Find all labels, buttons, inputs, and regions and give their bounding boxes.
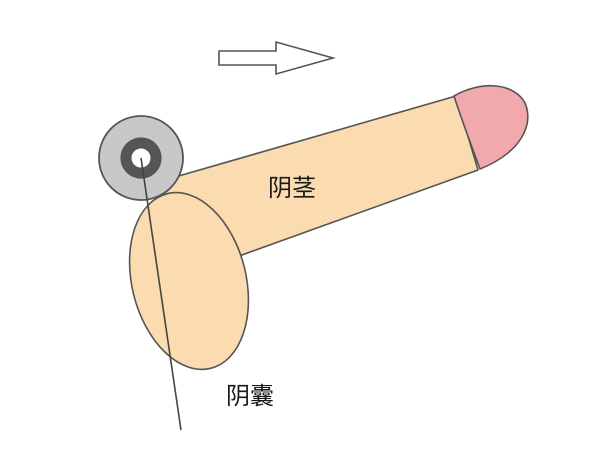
right-arrow-icon: [218, 40, 336, 76]
pull-line: [140, 157, 182, 431]
scrotum-label: 阴囊: [226, 382, 274, 410]
glans-shape: [453, 84, 529, 170]
shaft-label: 阴茎: [268, 174, 316, 202]
scrotum-shape: [128, 191, 250, 371]
